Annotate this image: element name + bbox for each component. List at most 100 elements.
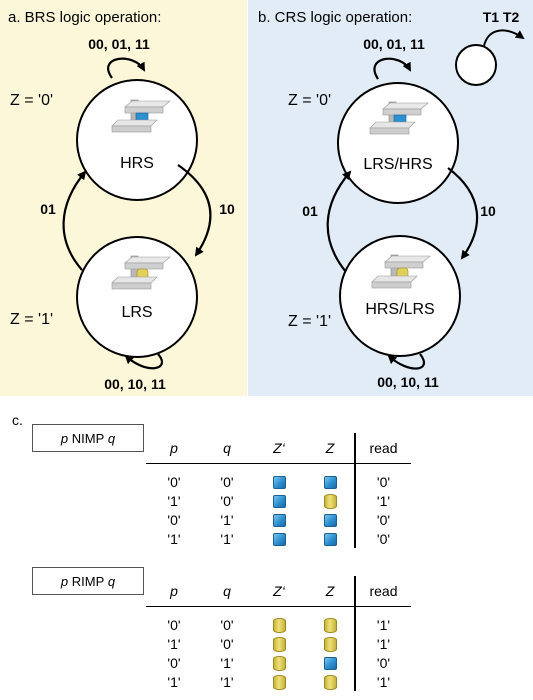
bottom-self-loop-arrow: [387, 353, 426, 370]
operand-q: q: [107, 573, 116, 589]
cell-z: [306, 491, 355, 510]
cell-p: '0': [167, 511, 181, 528]
bottom-loop-label: 00, 10, 11: [377, 374, 439, 390]
cylinder-icon: [272, 636, 286, 652]
header-zprime: Z‘: [252, 433, 306, 464]
header-read: read: [354, 433, 411, 464]
cell-p: '1': [167, 530, 181, 547]
bottom-loop-label: 00, 10, 11: [104, 376, 166, 392]
cell-p: '0': [167, 473, 181, 490]
transition-label-01: 01: [40, 201, 56, 217]
operand-p: p: [60, 430, 69, 446]
legend-circle: [455, 44, 497, 86]
table-row: '1''0''1': [146, 491, 411, 510]
cube-icon: [323, 657, 337, 671]
table-row: '1' '1' '1': [146, 672, 411, 691]
cell-zprime: [252, 491, 306, 510]
operand-q: q: [107, 430, 116, 446]
panel-crs: b. CRS logic operation: T1 T2 00, 01, 11…: [248, 0, 533, 396]
cylinder-icon: [272, 655, 286, 671]
rimp-truth-table: p q Z‘ Z read '0''0''1''1''0''1''0''1''0…: [146, 576, 411, 691]
header-p: p: [146, 576, 202, 607]
cube-icon: [323, 533, 337, 547]
cylinder-icon: [323, 636, 337, 652]
z-bottom-label: Z = '1': [288, 313, 331, 330]
cell-z: [306, 607, 355, 635]
transition-arrow-01: [62, 170, 87, 271]
cell-zprime: [252, 529, 306, 548]
table-row: '1' '1' '0': [146, 529, 411, 548]
cube-icon: [272, 533, 286, 547]
table-row: '0''1''0': [146, 653, 411, 672]
top-loop-label: 00, 01, 11: [88, 36, 150, 52]
transition-label-10: 10: [219, 201, 235, 217]
device-crs-top-icon: [369, 101, 429, 135]
lrs-hrs-state-label: LRS/HRS: [363, 156, 432, 173]
cell-p: '1': [167, 673, 181, 690]
nimp-operation-label: p NIMP q: [32, 424, 144, 452]
cell-z: [306, 510, 355, 529]
hrs-lrs-state-label: HRS/LRS: [365, 301, 434, 318]
cell-p: '1': [167, 492, 181, 509]
cell-q: '0': [220, 616, 234, 633]
cube-icon: [272, 495, 286, 509]
lrs-state-circle: [76, 236, 198, 358]
table-row: '0' '1' '0': [146, 510, 411, 529]
cylinder-icon: [323, 493, 337, 509]
operation-name: RIMP: [71, 573, 105, 589]
legend-label: T1 T2: [483, 9, 520, 25]
operation-name: NIMP: [71, 430, 105, 446]
cell-read: '0': [354, 510, 411, 529]
header-q: q: [202, 433, 252, 464]
transition-arrow-10: [447, 167, 479, 260]
cell-q: '1': [220, 530, 234, 547]
cell-zprime: [252, 634, 306, 653]
cell-q: '1': [220, 654, 234, 671]
top-self-loop-arrow: [107, 57, 145, 79]
transition-label-01: 01: [302, 203, 318, 219]
hrs-state-label: HRS: [120, 155, 154, 172]
hrs-state-circle: [76, 79, 198, 201]
cell-read: '0': [354, 529, 411, 548]
cell-zprime: [252, 653, 306, 672]
rimp-table-body: '0''0''1''1''0''1''0''1''0''1''1''1': [146, 606, 411, 691]
header-q: q: [202, 576, 252, 607]
cell-zprime: [252, 607, 306, 635]
cell-q: '0': [220, 492, 234, 509]
cube-icon: [323, 476, 337, 490]
bottom-self-loop-arrow: [124, 353, 164, 370]
cell-read: '1': [354, 672, 411, 691]
device-lrs-icon: [111, 255, 171, 290]
operand-p: p: [60, 573, 69, 589]
hrs-lrs-state-circle: [339, 235, 461, 357]
panel-b-title: b. CRS logic operation:: [258, 9, 413, 26]
table-row: '0' '0' '0': [146, 463, 411, 492]
cylinder-icon: [323, 674, 337, 690]
lrs-state-label: LRS: [121, 304, 152, 321]
legend-arrow: [483, 29, 525, 47]
cell-read: '0': [354, 463, 411, 491]
device-crs-bottom-icon: [371, 254, 431, 289]
crs-state-diagram: T1 T2 00, 01, 11 Z = '0' LRS/HRS 10 01: [288, 9, 525, 390]
header-z: Z: [306, 576, 355, 607]
brs-state-diagram: 00, 01, 11 Z = '0' HRS 10 01 LRS Z = '1': [10, 36, 235, 392]
rimp-operation-label: p RIMP q: [32, 567, 144, 595]
cube-icon: [272, 514, 286, 528]
cell-q: '1': [220, 673, 234, 690]
panel-a-title: a. BRS logic operation:: [8, 9, 162, 26]
z-top-label: Z = '0': [288, 92, 331, 109]
table-row: '0''0''1': [146, 606, 411, 635]
z-bottom-label: Z = '1': [10, 311, 53, 328]
transition-arrow-10: [177, 164, 212, 257]
cell-z: [306, 634, 355, 653]
cylinder-icon: [323, 617, 337, 633]
cell-q: '0': [220, 473, 234, 490]
cell-z: [306, 529, 355, 548]
cell-q: '0': [220, 635, 234, 652]
top-self-loop-arrow: [373, 57, 411, 80]
nimp-truth-table: p q Z‘ Z read '0''0''0''1''0''1''0''1''0…: [146, 433, 411, 548]
transition-label-10: 10: [480, 203, 496, 219]
cell-read: '1': [354, 634, 411, 653]
cell-q: '1': [220, 511, 234, 528]
cell-zprime: [252, 464, 306, 492]
